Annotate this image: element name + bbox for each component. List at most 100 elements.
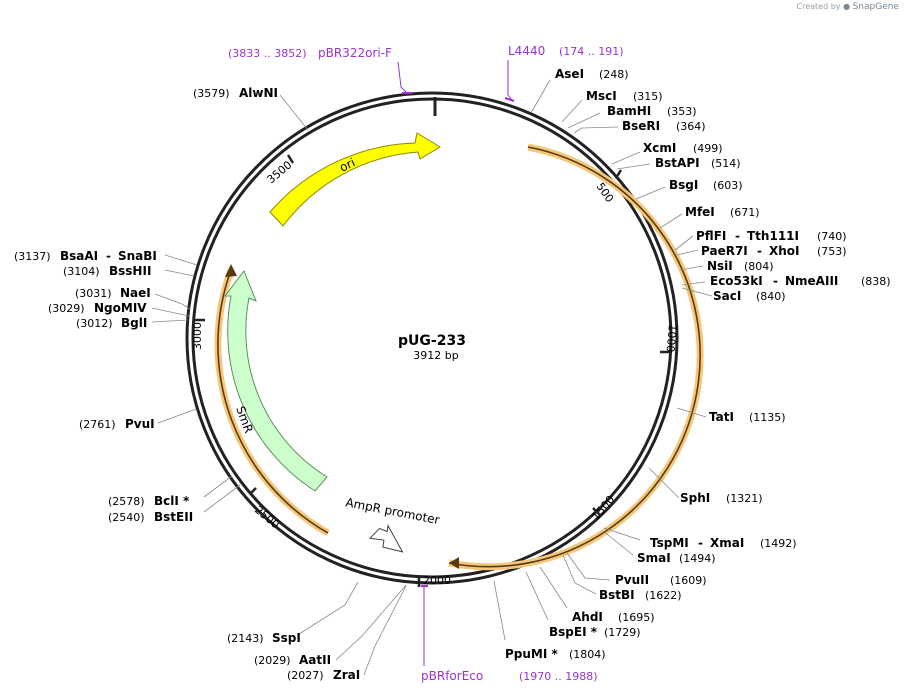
site-sphi-pos: (1321) xyxy=(726,492,763,505)
site-bstbi-pos: (1622) xyxy=(645,589,682,602)
site-smai-pos: (1494) xyxy=(679,552,716,565)
primers: (3833 .. 3852) pBR322ori-F L4440 (174 ..… xyxy=(228,44,624,683)
site-ahdi-pos: (1695) xyxy=(618,611,655,624)
site-ngomiv[interactable]: NgoMIV xyxy=(94,301,147,315)
site-bsgi-pos: (603) xyxy=(713,179,743,192)
tick-1000: 1000 xyxy=(664,324,679,353)
site-saci[interactable]: SacI xyxy=(713,289,741,303)
site-tati-pos: (1135) xyxy=(749,411,786,424)
site-alwni-pos: (3579) xyxy=(193,87,230,100)
site-msci[interactable]: MscI xyxy=(586,89,617,103)
site-msci-pos: (315) xyxy=(633,90,663,103)
site-nsii[interactable]: NsiI xyxy=(707,259,733,273)
plasmid-length: 3912 bp xyxy=(413,349,458,362)
site-sspi-pos: (2143) xyxy=(227,632,264,645)
site-ngomiv-pos: (3029) xyxy=(48,302,85,315)
site-mfei-pos: (671) xyxy=(730,206,760,219)
site-bsgi[interactable]: BsgI xyxy=(669,178,698,192)
plasmid-name: pUG-233 xyxy=(398,333,466,349)
site-tth111i[interactable]: Tth111I xyxy=(747,229,799,243)
site-ppumi-pos: (1804) xyxy=(569,648,606,661)
site-bspei-pos: (1729) xyxy=(604,626,641,639)
primer-l4440-mark xyxy=(504,97,515,102)
site-bamhi-pos: (353) xyxy=(667,105,697,118)
primer-pbrforeco[interactable]: pBRforEco xyxy=(421,669,483,683)
site-snabi[interactable]: SnaBI xyxy=(118,249,157,263)
site-alwni[interactable]: AlwNI xyxy=(239,86,278,100)
ampr-promoter-label: AmpR promoter xyxy=(344,495,440,527)
backbone-outer-ring xyxy=(185,91,679,585)
smr-feature[interactable] xyxy=(223,269,328,492)
site-nmeaiii[interactable]: NmeAIII xyxy=(785,274,838,288)
site-xmai[interactable]: XmaI xyxy=(710,536,744,550)
site-ahdi[interactable]: AhdI xyxy=(572,610,603,624)
snapgene-logo-icon: ● xyxy=(843,2,851,11)
site-bgli-pos: (3012) xyxy=(76,317,113,330)
site-sspi[interactable]: SspI xyxy=(272,631,301,645)
site-bseri[interactable]: BseRI xyxy=(622,119,660,133)
site-zrai-pos: (2027) xyxy=(287,669,324,682)
position-ticks: 500 1000 1500 2000 2500 3000 3500 xyxy=(191,154,679,587)
site-nsii-pos: (804) xyxy=(744,260,774,273)
credit-brand: SnapGene xyxy=(852,2,899,12)
site-xcmi[interactable]: XcmI xyxy=(643,141,676,155)
site-bsshii[interactable]: BssHII xyxy=(109,264,151,278)
credit-prefix: Created by xyxy=(796,2,841,11)
site-bsshii-pos: (3104) xyxy=(63,265,100,278)
site-bseri-pos: (364) xyxy=(676,120,706,133)
site-eco53ki[interactable]: Eco53kI xyxy=(710,274,763,288)
site-pflfi[interactable]: PflFI xyxy=(696,229,726,243)
site-sphi[interactable]: SphI xyxy=(680,491,710,505)
ori-feature[interactable] xyxy=(269,132,441,227)
tick-2500-mark xyxy=(249,487,257,495)
site-smai[interactable]: SmaI xyxy=(637,551,671,565)
site-bspei[interactable]: BspEI * xyxy=(549,625,598,639)
snapgene-credit: Created by ● SnapGene xyxy=(797,2,900,12)
site-eco53ki-dash: - xyxy=(773,274,778,288)
primer-pbr322ori-f[interactable]: pBR322ori-F xyxy=(318,46,392,60)
tick-2000: 2000 xyxy=(423,574,451,587)
site-asei-pos: (248) xyxy=(599,68,629,81)
orf-arrow-right-head xyxy=(449,557,459,569)
site-bstbi[interactable]: BstBI xyxy=(599,588,635,602)
site-tspmi[interactable]: TspMI xyxy=(650,536,689,550)
site-bcli[interactable]: BclI * xyxy=(154,494,190,508)
primer-l4440[interactable]: L4440 xyxy=(508,44,545,58)
site-asei[interactable]: AseI xyxy=(555,67,584,81)
site-xhoi[interactable]: XhoI xyxy=(769,244,800,258)
site-tati[interactable]: TatI xyxy=(709,410,734,424)
site-pvui[interactable]: PvuI xyxy=(125,417,155,431)
orf-arrow-left-head xyxy=(225,264,237,277)
site-mfei[interactable]: MfeI xyxy=(685,205,715,219)
site-pvuii[interactable]: PvuII xyxy=(615,573,649,587)
site-zrai[interactable]: ZraI xyxy=(333,668,360,682)
site-bstapi[interactable]: BstAPI xyxy=(655,156,700,170)
site-aatii[interactable]: AatII xyxy=(299,653,331,667)
site-bstapi-pos: (514) xyxy=(711,157,741,170)
site-pflfi-pos: (740) xyxy=(817,230,847,243)
orf-arc-left xyxy=(217,269,329,534)
primer-pbrforeco-range: (1970 .. 1988) xyxy=(519,670,598,683)
primer-pbr322ori-f-leader xyxy=(397,61,408,94)
tick-3500-mark xyxy=(286,154,295,164)
site-bsaai-dash: - xyxy=(106,249,111,263)
site-pvuii-pos: (1609) xyxy=(670,574,707,587)
site-ppumi[interactable]: PpuMI * xyxy=(505,647,559,661)
site-bsteii-pos: (2540) xyxy=(108,511,145,524)
site-saci-pos: (840) xyxy=(756,290,786,303)
ampr-promoter-feature[interactable] xyxy=(369,523,406,553)
site-naei[interactable]: NaeI xyxy=(120,286,151,300)
orf-arc-right-highlight xyxy=(448,143,704,571)
orf-arc-right xyxy=(448,146,702,568)
site-bsteii[interactable]: BstEII xyxy=(154,510,193,524)
site-bsaai[interactable]: BsaAI xyxy=(60,249,98,263)
primer-l4440-leader xyxy=(507,60,513,101)
site-paer7i[interactable]: PaeR7I xyxy=(701,244,748,258)
site-bgli[interactable]: BglI xyxy=(121,316,147,330)
tick-1500-mark xyxy=(592,507,601,516)
site-bamhi[interactable]: BamHI xyxy=(607,104,651,118)
site-pvui-pos: (2761) xyxy=(79,418,116,431)
tick-3000: 3000 xyxy=(191,322,204,350)
site-paer7i-dash: - xyxy=(757,244,762,258)
